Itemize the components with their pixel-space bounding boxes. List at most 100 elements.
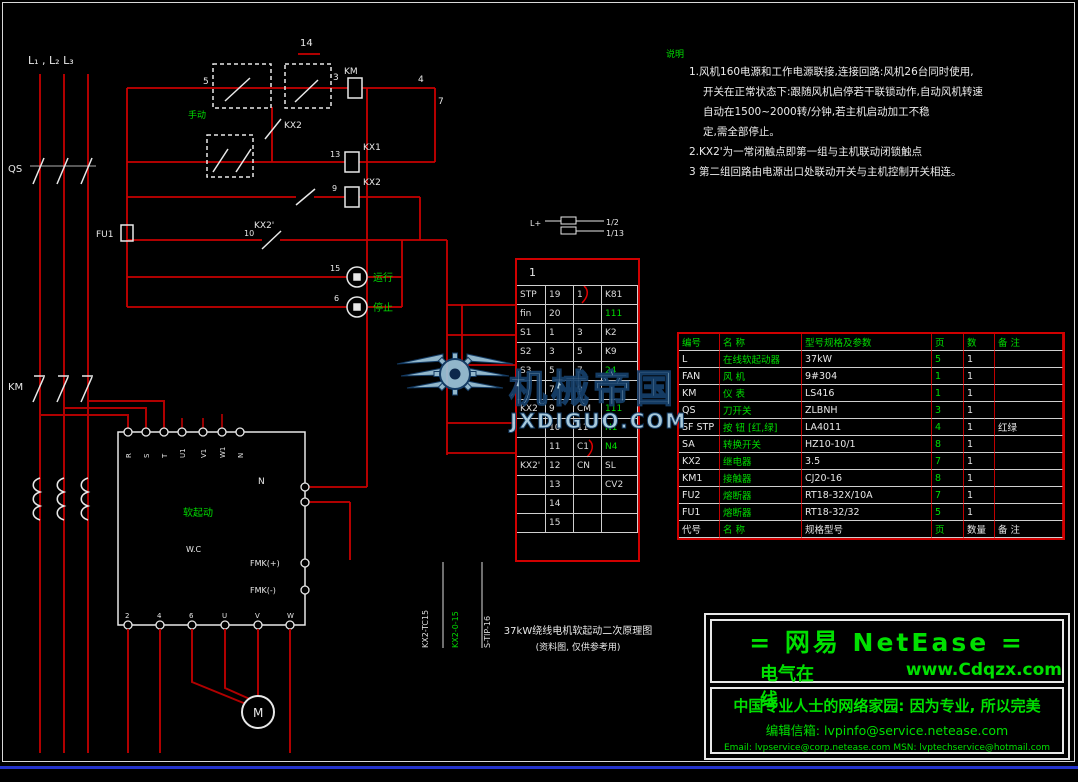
run-lamp-icon: [346, 266, 368, 288]
terminal-wire: [602, 381, 638, 400]
component-designator: 代号: [679, 521, 720, 538]
terminal-wire: N1: [602, 419, 638, 438]
component-name: 名 称: [720, 334, 802, 351]
qs-switch: QS: [8, 157, 96, 185]
component-model: LS416: [802, 385, 932, 402]
component-designator: SA: [679, 436, 720, 453]
svg-text:1/13: 1/13: [606, 229, 624, 238]
component-page: 1: [932, 368, 964, 385]
kx1-coil-label: KX1: [363, 143, 381, 153]
stop-lamp-icon: [346, 296, 368, 318]
svg-text:N: N: [237, 453, 245, 458]
component-row: KM1 接触器 CJ20-16 8 1: [679, 470, 1063, 487]
svg-text:QS: QS: [8, 164, 22, 175]
terminal-name: [517, 419, 546, 438]
terminal-name: fin: [517, 305, 546, 324]
component-model: HZ10-10/1: [802, 436, 932, 453]
component-note: [995, 385, 1063, 402]
note-line: 开关在正常状态下:跟随风机启停若干联锁动作,自动风机转速: [703, 86, 983, 98]
motor-branch: M: [127, 629, 291, 753]
svg-text:T: T: [161, 453, 169, 459]
terminal-pin-b: 1: [574, 286, 602, 305]
component-designator: SF STP: [679, 419, 720, 436]
component-row: SA 转换开关 HZ10-10/1 8 1: [679, 436, 1063, 453]
notes-header: 说明: [666, 42, 684, 61]
soft-starter: R S T U1 V1 W1 N 2 4 6 U V W 软起动 W.C N F…: [117, 414, 310, 630]
component-qty: 1: [964, 436, 995, 453]
wire-tag-1: KX2-TC15: [421, 609, 430, 648]
svg-text:5: 5: [203, 77, 209, 87]
component-table: 编号 名 称 型号规格及参数 页 数 备 注 L 在线软起动器 37kW 5 1…: [677, 332, 1065, 540]
component-page: 5: [932, 504, 964, 521]
terminal-wire: K9: [602, 343, 638, 362]
terminal-name: [517, 514, 546, 533]
component-model: RT18-32/32: [802, 504, 932, 521]
contact-line-2: Email: lvpservice@corp.netease.com MSN: …: [723, 743, 1051, 753]
terminal-wire: [602, 514, 638, 533]
terminal-name: [517, 438, 546, 457]
terminal-wire: [602, 495, 638, 514]
kx2-contact-label: KX2: [284, 121, 302, 131]
component-note: 红绿: [995, 419, 1063, 436]
component-qty: 1: [964, 385, 995, 402]
selector-box-2: [284, 63, 332, 109]
terminal-strip-title: 1: [517, 260, 638, 286]
power-rails: L₁ , L₂ L₃: [28, 54, 89, 753]
component-name: 转换开关: [720, 436, 802, 453]
terminal-pin-a: 5: [546, 362, 574, 381]
terminal-name: KX2': [517, 457, 546, 476]
component-model: 3.5: [802, 453, 932, 470]
component-note: [995, 453, 1063, 470]
terminal-pin-b: 3: [574, 324, 602, 343]
component-page: 7: [932, 487, 964, 504]
title-block: = 网易 NetEase = 电气在线 www.Cdqzx.com 中国专业人士…: [704, 613, 1070, 760]
note-line: 3 第二组回路由电源出口处联动开关与主机控制开关相连。: [689, 166, 962, 178]
terminal-wire: CV2: [602, 476, 638, 495]
terminal-name: [517, 476, 546, 495]
fu1-fuse: [120, 224, 134, 242]
terminal-pin-a: 20: [546, 305, 574, 324]
component-row: L 在线软起动器 37kW 5 1: [679, 351, 1063, 368]
svg-text:U1: U1: [179, 448, 187, 458]
terminal-name: S2: [517, 343, 546, 362]
fmk-plus-label: FMK(+): [250, 559, 280, 568]
terminal-row: S3 5 7 24: [517, 362, 638, 381]
site-url: www.Cdqzx.com: [905, 660, 1062, 680]
component-page: 页: [932, 334, 964, 351]
terminal-row: 11 C1 N4: [517, 438, 638, 457]
svg-text:U: U: [222, 612, 227, 620]
svg-text:3: 3: [333, 73, 339, 83]
terminal-pin-a: 15: [546, 514, 574, 533]
terminal-pin-b: 7: [574, 362, 602, 381]
terminal-pin-b: CM: [574, 400, 602, 419]
terminal-pin-a: 13: [546, 476, 574, 495]
note-line: 2.KX2'为一常闭触点即第一组与主机联动闭锁触点: [689, 146, 923, 158]
component-name: 继电器: [720, 453, 802, 470]
svg-text:10: 10: [244, 229, 254, 238]
component-qty: 1: [964, 351, 995, 368]
terminal-pin-b: 5: [574, 343, 602, 362]
watermark-title: 机械帝国: [509, 367, 677, 411]
component-row: KX2 继电器 3.5 7 1: [679, 453, 1063, 470]
title-block-bottom: 中国专业人士的网络家园: 因为专业, 所以完美 编辑信箱: lvpinfo@se…: [710, 687, 1064, 754]
terminal-row: S2 3 5 K9: [517, 343, 638, 362]
component-page: 页: [932, 521, 964, 538]
starter-title: 软起动: [183, 506, 213, 519]
component-note: [995, 436, 1063, 453]
terminal-strip: 1 STP 19 1 K81 fin 20 111 S1: [515, 258, 640, 562]
component-model: 型号规格及参数: [802, 334, 932, 351]
component-designator: KM1: [679, 470, 720, 487]
component-row: FU2 熔断器 RT18-32X/10A 7 1: [679, 487, 1063, 504]
component-qty: 1: [964, 368, 995, 385]
kx2-coil: [344, 186, 360, 208]
site-name: 电气在线: [760, 664, 814, 711]
terminal-pin-a: 12: [546, 457, 574, 476]
component-note: 备 注: [995, 521, 1063, 538]
component-qty: 1: [964, 419, 995, 436]
watermark: 机械帝国 JXDIGUO.COM: [396, 352, 685, 434]
svg-text:4: 4: [157, 612, 162, 620]
svg-text:9: 9: [332, 184, 337, 193]
revision-marks: [581, 285, 594, 458]
